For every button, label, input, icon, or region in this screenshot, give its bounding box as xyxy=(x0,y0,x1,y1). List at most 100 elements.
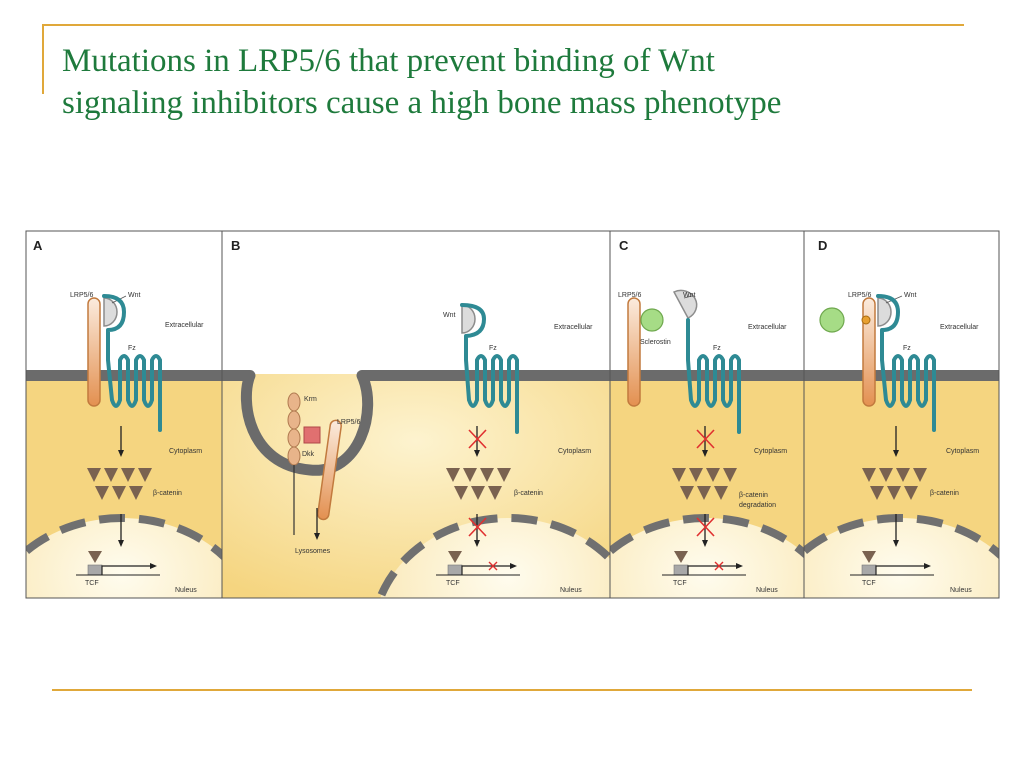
lrp5-6-receptor xyxy=(627,297,641,407)
frizzled-receptor xyxy=(460,303,519,434)
wnt-ligand xyxy=(877,297,892,327)
label-degradation: degradation xyxy=(739,502,776,509)
tcf-bound-catenin xyxy=(448,551,462,563)
nucleus xyxy=(26,514,222,598)
block-cross xyxy=(696,517,715,537)
transcription-arrow xyxy=(461,565,510,575)
panel-c-labels: C LRP5/6 Wnt Sclerostin Fz Extracellular… xyxy=(618,238,787,594)
panel-a xyxy=(26,231,222,598)
label-cytoplasm: Cytoplasm xyxy=(169,448,202,455)
label-fz: Fz xyxy=(489,345,497,352)
signal-arrow-head xyxy=(118,450,124,457)
label-catenin: β-catenin xyxy=(739,492,768,499)
label-fz: Fz xyxy=(128,345,136,352)
dkk-protein xyxy=(303,426,321,444)
label-nucleus: Nuleus xyxy=(175,587,197,594)
nuclear-arrow-head xyxy=(702,540,708,547)
transcription-arrow-head xyxy=(924,563,931,569)
frizzled-receptor xyxy=(876,294,936,432)
label-nucleus: Nuleus xyxy=(756,587,778,594)
label-wnt: Wnt xyxy=(683,292,696,299)
tcf-box xyxy=(87,564,103,576)
panel-borders xyxy=(25,230,1000,599)
label-extracellular: Extracellular xyxy=(748,324,787,331)
title-accent-bar xyxy=(42,24,44,94)
label-sclerostin: Sclerostin xyxy=(640,339,671,346)
wnt-ligand xyxy=(672,289,698,319)
label-catenin: β-catenin xyxy=(153,490,182,497)
block-cross xyxy=(696,429,715,449)
transcription-arrow-head xyxy=(150,563,157,569)
label-fz: Fz xyxy=(903,345,911,352)
frizzled-receptor xyxy=(102,294,162,432)
kremen-domain-1 xyxy=(287,392,301,412)
mutant-lrp5-6-receptor xyxy=(862,297,876,407)
nuclear-arrow-head xyxy=(118,540,124,547)
sclerostin-protein xyxy=(640,308,664,332)
label-tcf: TCF xyxy=(85,580,99,587)
extracellular-space xyxy=(804,231,999,374)
tcf-box xyxy=(673,564,689,576)
nucleus xyxy=(610,514,804,598)
panel-b-labels: B Krm Dkk LRP5/6 Lysosomes Wnt Fz Extrac… xyxy=(231,238,593,594)
nuclear-arrow-head xyxy=(893,540,899,547)
tcf-box xyxy=(861,564,877,576)
panel-a-labels: A LRP5/6 Wnt Extracellular Fz Cytoplasm … xyxy=(33,238,204,594)
beta-catenin-triangles xyxy=(672,468,737,500)
label-dkk: Dkk xyxy=(302,451,315,458)
transcription-arrow-head xyxy=(510,563,517,569)
lysosome-arrow-head xyxy=(314,533,320,540)
label-tcf: TCF xyxy=(673,580,687,587)
panel-d-labels: D LRP5/6 Wnt Extracellular Fz Cytoplasm … xyxy=(818,238,979,594)
label-tcf: TCF xyxy=(446,580,460,587)
label-extracellular: Extracellular xyxy=(554,324,593,331)
label-cytoplasm: Cytoplasm xyxy=(754,448,787,455)
frizzled-receptor xyxy=(686,318,741,434)
label-extracellular: Extracellular xyxy=(165,322,204,329)
panel-b xyxy=(222,231,610,598)
label-nucleus: Nuleus xyxy=(560,587,582,594)
transcription-block-cross xyxy=(488,561,498,571)
label-tcf: TCF xyxy=(862,580,876,587)
slide-title-line-2: signaling inhibitors cause a high bone m… xyxy=(62,85,782,121)
slide-title-line-1: Mutations in LRP5/6 that prevent binding… xyxy=(62,43,715,79)
block-cross xyxy=(468,429,487,449)
label-fz: Fz xyxy=(713,345,721,352)
tcf-bound-catenin xyxy=(674,551,688,563)
panel-letter: B xyxy=(231,238,240,253)
label-wnt: Wnt xyxy=(904,292,917,299)
sclerostin-unbound xyxy=(819,307,845,333)
label-nucleus: Nuleus xyxy=(950,587,972,594)
nucleus xyxy=(804,514,999,598)
label-catenin: β-catenin xyxy=(514,490,543,497)
label-lrp: LRP5/6 xyxy=(618,292,641,299)
kremen-domain-3 xyxy=(287,428,301,448)
transcription-block-cross xyxy=(714,561,724,571)
beta-catenin-triangles xyxy=(446,468,511,500)
cell-membrane xyxy=(26,370,222,381)
panel-letter: D xyxy=(818,238,827,253)
label-catenin: β-catenin xyxy=(930,490,959,497)
label-lrp: LRP5/6 xyxy=(337,419,360,426)
signal-arrow-head xyxy=(474,450,480,457)
kremen-domain-4 xyxy=(287,446,301,466)
wnt-ligand xyxy=(103,297,118,327)
panel-c xyxy=(610,231,804,598)
extracellular-space xyxy=(610,231,804,374)
panel-letter: C xyxy=(619,238,629,253)
transcription-arrow xyxy=(875,565,924,575)
extracellular-space xyxy=(222,231,610,374)
lrp5-6-receptor xyxy=(317,419,342,521)
cell-membrane-invagination xyxy=(222,370,610,476)
label-wnt: Wnt xyxy=(128,292,141,299)
label-krm: Krm xyxy=(304,396,317,403)
extracellular-space xyxy=(26,231,222,374)
panel-d xyxy=(804,231,999,598)
nuclear-arrow-head xyxy=(474,540,480,547)
label-wnt: Wnt xyxy=(443,312,456,319)
kremen-domain-2 xyxy=(287,410,301,430)
transcription-arrow xyxy=(687,565,736,575)
beta-catenin-triangles xyxy=(862,468,927,500)
label-cytoplasm: Cytoplasm xyxy=(946,448,979,455)
